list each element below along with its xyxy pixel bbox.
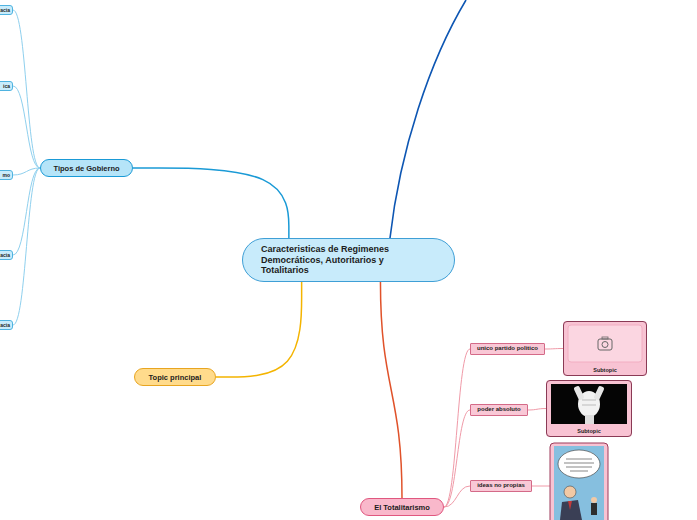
subtopic-box: ica bbox=[0, 81, 13, 91]
image-fist bbox=[546, 380, 632, 437]
topic-text: acia bbox=[0, 7, 10, 13]
image-topic: Subtopic bbox=[563, 321, 647, 376]
topic-text: El Totalitarismo bbox=[374, 503, 430, 512]
topic-text: Subtopic bbox=[593, 367, 617, 374]
topic-text: ica bbox=[3, 83, 10, 89]
topic-text: Subtopic bbox=[577, 428, 601, 435]
topic-text: unico partido politico bbox=[477, 345, 538, 352]
topic-text: mo bbox=[3, 172, 11, 178]
topic-text: acia bbox=[0, 252, 10, 258]
central-topic: Caracteristicas de Regimenes Democrático… bbox=[242, 238, 455, 282]
branch-connector bbox=[13, 168, 40, 325]
subtopic-box: acia bbox=[0, 320, 13, 330]
image-cartoon bbox=[550, 443, 608, 520]
branch-connector bbox=[444, 486, 470, 507]
branch-connector bbox=[133, 168, 289, 238]
topic-text: Tipos de Gobierno bbox=[53, 164, 119, 173]
subtopic-box: mo bbox=[0, 170, 13, 180]
topic-text: acia bbox=[0, 322, 10, 328]
branch-connector bbox=[444, 410, 470, 507]
subtopic-box: poder absoluto bbox=[470, 404, 528, 416]
branch-connector bbox=[528, 409, 546, 411]
main-topic: Tipos de Gobierno bbox=[40, 159, 133, 177]
main-topic: Topic principal bbox=[134, 368, 216, 386]
subtopic-box: ideas no propias bbox=[470, 480, 532, 492]
branch-connector bbox=[545, 348, 563, 350]
image-camera bbox=[563, 321, 647, 376]
topic-text: Caracteristicas de Regimenes Democrático… bbox=[261, 244, 416, 276]
branch-connector bbox=[13, 86, 40, 168]
branch-connector bbox=[13, 10, 40, 168]
branch-connector bbox=[216, 282, 302, 377]
image-topic: Subtopic bbox=[546, 380, 632, 437]
branch-line bbox=[390, 0, 466, 238]
topic-text: Topic principal bbox=[149, 373, 202, 382]
subtopic-box: acia bbox=[0, 5, 13, 15]
subtopic-box: unico partido politico bbox=[470, 343, 545, 355]
branch-connector bbox=[380, 282, 402, 498]
main-topic: El Totalitarismo bbox=[360, 498, 444, 516]
topic-text: poder absoluto bbox=[477, 406, 520, 413]
subtopic-box: acia bbox=[0, 250, 13, 260]
branch-connector bbox=[444, 349, 470, 507]
topic-text: ideas no propias bbox=[477, 482, 525, 489]
